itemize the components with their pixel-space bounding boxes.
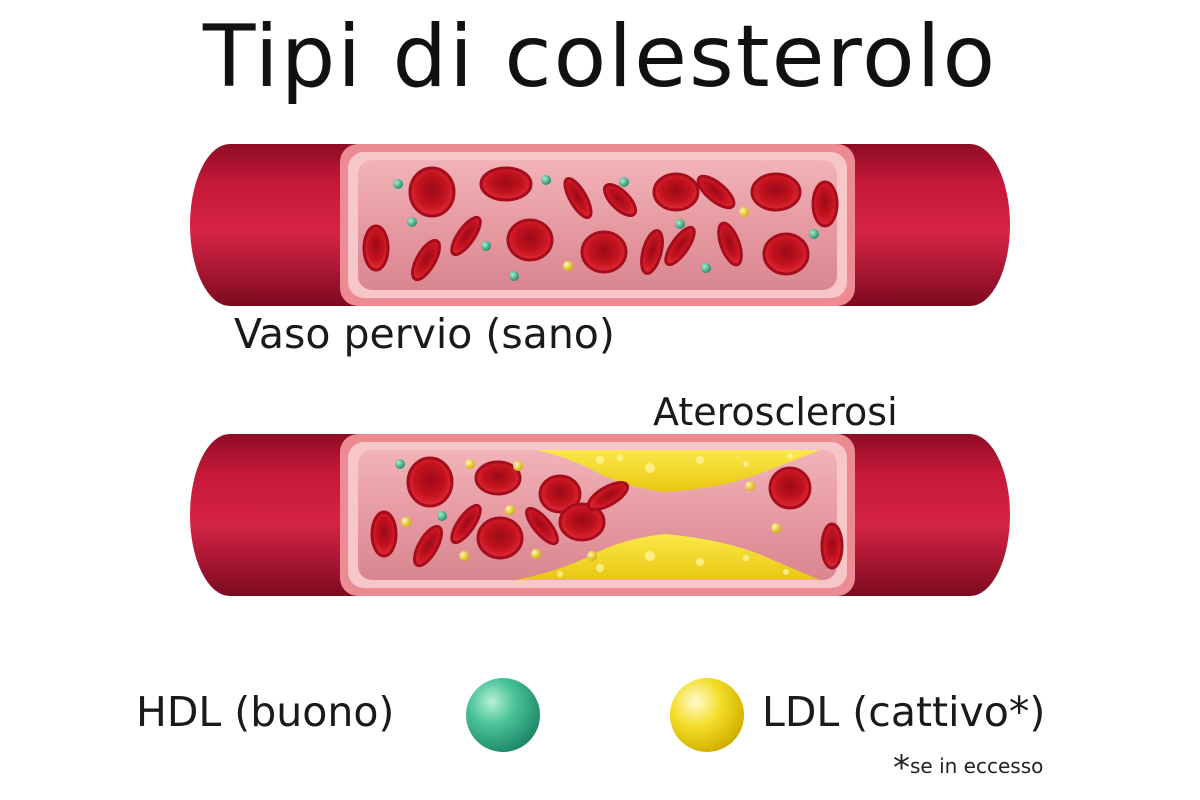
page-title: Tipi di colesterolo — [202, 7, 998, 107]
hdl-particle-icon — [466, 678, 540, 752]
excess-footnote: *se in eccesso — [893, 748, 1043, 788]
ldl-particle-icon — [401, 459, 781, 561]
red-blood-cell-icon — [370, 456, 844, 570]
atherosclerosis-label: Aterosclerosi — [653, 390, 898, 434]
hdl-particle-icon — [393, 175, 819, 281]
ldl-legend-label: LDL (cattivo*) — [762, 688, 1046, 736]
atherosclerotic-vessel-illustration — [190, 434, 1010, 596]
red-blood-cell-icon — [362, 166, 839, 282]
ldl-particle-icon — [670, 678, 744, 752]
hdl-legend-label: HDL (buono) — [136, 688, 395, 736]
healthy-vessel-illustration — [190, 144, 1010, 306]
healthy-vessel-label: Vaso pervio (sano) — [234, 310, 615, 358]
plaque-deposit — [516, 450, 820, 580]
footnote-text: se in eccesso — [910, 754, 1044, 778]
hdl-particle-icon — [395, 459, 447, 521]
footnote-asterisk: * — [893, 748, 910, 788]
ldl-particle-icon — [563, 207, 749, 271]
